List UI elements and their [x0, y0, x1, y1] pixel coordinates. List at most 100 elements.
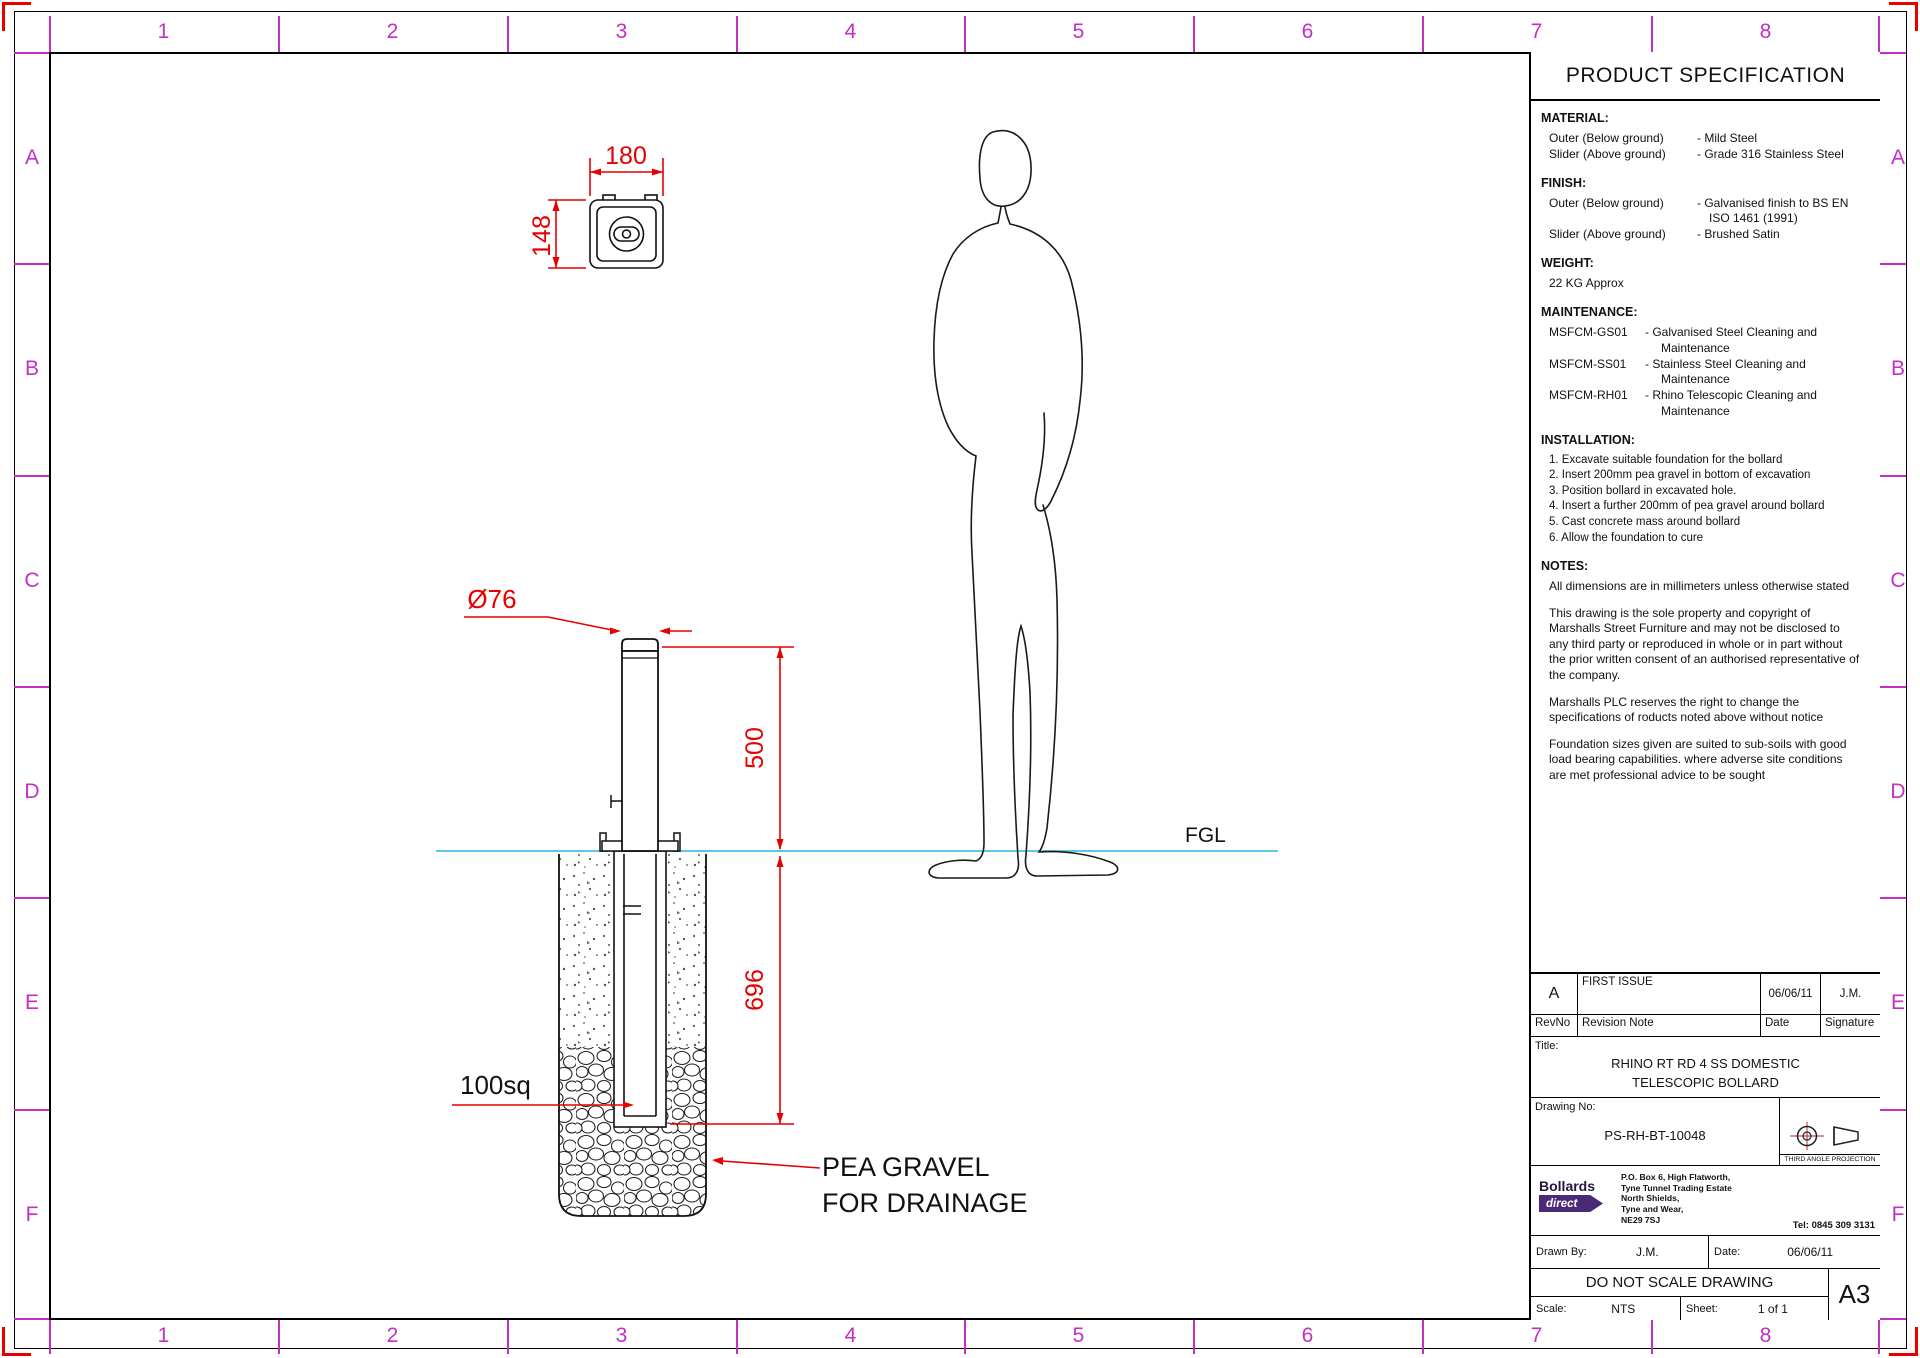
finish-heading: FINISH:: [1541, 175, 1587, 190]
note-paragraph: All dimensions are in millimeters unless…: [1549, 579, 1850, 594]
drawn-by-row: Drawn By: J.M. Date: 06/06/11: [1531, 1235, 1880, 1268]
do-not-scale-note: DO NOT SCALE DRAWING: [1531, 1269, 1828, 1297]
grid-row-label: A: [1890, 145, 1905, 169]
third-angle-projection-icon: [1790, 1122, 1859, 1150]
dim-diameter-76: Ø76: [467, 584, 516, 614]
grid-col-label: 8: [1759, 20, 1772, 43]
grid-col-label: 7: [1530, 1324, 1543, 1347]
maintenance-row: MSFCM-GS01 - Galvanised Steel Cleaning a…: [1549, 324, 1818, 339]
projection-symbol-cell: THIRD ANGLE PROJECTION: [1780, 1098, 1880, 1165]
product-specification-panel: PRODUCT SPECIFICATION MATERIAL: Outer (B…: [1529, 52, 1880, 1320]
grid-col-label: 5: [1072, 1324, 1085, 1347]
grid-row-label: F: [1891, 1202, 1905, 1226]
dim-height-148: 148: [528, 215, 556, 257]
title-label: Title:: [1535, 1040, 1559, 1052]
revision-date: 06/06/11: [1761, 974, 1821, 1014]
drawing-number: PS-RH-BT-10048: [1604, 1128, 1706, 1143]
installation-heading: INSTALLATION:: [1541, 432, 1635, 447]
grid-col-label: 5: [1072, 20, 1085, 43]
dim-below-ground-696: 696: [741, 969, 769, 1011]
installation-step: 6. Allow the foundation to cure: [1549, 531, 1704, 544]
drawn-by-label: Drawn By:: [1536, 1246, 1587, 1258]
weight-value: 22 KG Approx: [1549, 276, 1624, 291]
date-label: Date:: [1714, 1246, 1741, 1258]
revision-row: A FIRST ISSUE 06/06/11 J.M.: [1531, 974, 1880, 1014]
supplier-phone: Tel: 0845 309 3131: [1792, 1220, 1875, 1231]
grid-row-label: B: [1890, 356, 1905, 380]
date-value: 06/06/11: [1787, 1245, 1834, 1259]
material-row: Outer (Below ground) - Mild Steel: [1549, 131, 1758, 145]
maintenance-row: MSFCM-RH01 - Rhino Telescopic Cleaning a…: [1549, 388, 1817, 403]
note-paragraph: This drawing is the sole property and co…: [1549, 605, 1860, 682]
supplier-address: P.O. Box 6, High Flatworth, Tyne Tunnel …: [1621, 1172, 1732, 1225]
pea-gravel-callout: PEA GRAVEL: [822, 1152, 990, 1182]
drawing-title-line2: TELESCOPIC BOLLARD: [1632, 1074, 1779, 1090]
revision-note: FIRST ISSUE: [1578, 974, 1761, 1014]
figure-head: [978, 129, 1032, 207]
pea-gravel-hatch: [559, 1047, 706, 1216]
drawing-title-cell: Title: RHINO RT RD 4 SS DOMESTIC TELESCO…: [1531, 1036, 1880, 1097]
scale-value: NTS: [1611, 1301, 1636, 1316]
grid-col-label: 2: [386, 20, 399, 43]
grid-col-label: 8: [1759, 1324, 1772, 1347]
paper-size: A3: [1828, 1269, 1880, 1320]
weight-heading: WEIGHT:: [1541, 256, 1594, 271]
logo-arrow: direct: [1539, 1195, 1603, 1212]
finish-row: Slider (Above ground) - Brushed Satin: [1549, 227, 1780, 242]
dimensions: [452, 158, 821, 1169]
corner-mark: [2, 2, 31, 31]
grid-col-label: 4: [844, 20, 857, 43]
installation-step: 4. Insert a further 200mm of pea gravel …: [1549, 500, 1825, 513]
grid-row-label: E: [1890, 990, 1905, 1014]
grid-col-label: 3: [615, 20, 628, 43]
sheet-value: 1 of 1: [1757, 1301, 1788, 1316]
material-heading: MATERIAL:: [1541, 111, 1609, 125]
revision-letter: A: [1531, 974, 1578, 1014]
grid-row-label: D: [24, 779, 40, 803]
grid-col-label: 1: [157, 20, 170, 43]
maintenance-heading: MAINTENANCE:: [1541, 304, 1638, 319]
grid-row-label: B: [24, 356, 39, 380]
projection-caption: THIRD ANGLE PROJECTION: [1780, 1154, 1880, 1165]
bollard-below-ground-tube: [613, 850, 667, 1128]
bollard-shaft: [610, 638, 659, 852]
revision-signature: J.M.: [1839, 988, 1862, 1000]
outer-frame: [14, 11, 1907, 1349]
grid-col-label: 6: [1301, 20, 1314, 43]
bollard-top-view: [589, 194, 664, 269]
grid-col-label: 6: [1301, 1324, 1314, 1347]
note-paragraph: Foundation sizes given are suited to sub…: [1549, 736, 1847, 782]
grid-row-label: F: [25, 1202, 39, 1226]
installation-step: 1. Excavate suitable foundation for the …: [1549, 453, 1783, 466]
drawing-no-label: Drawing No:: [1535, 1101, 1596, 1113]
spec-panel-body: MATERIAL: Outer (Below ground) - Mild St…: [1531, 101, 1880, 784]
material-row: Slider (Above ground) - Grade 316 Stainl…: [1549, 146, 1844, 161]
notes-heading: NOTES:: [1541, 559, 1589, 574]
note-paragraph: Marshalls PLC reserves the right to chan…: [1549, 694, 1824, 725]
grid-row-label: E: [24, 990, 39, 1014]
grid-col-label: 7: [1530, 20, 1543, 43]
dim-base-100sq: 100sq: [460, 1070, 531, 1100]
grid-col-label: 1: [157, 1324, 170, 1347]
pea-gravel-callout: FOR DRAINAGE: [822, 1188, 1028, 1218]
grid-row-label: C: [24, 568, 40, 592]
title-block: A FIRST ISSUE 06/06/11 J.M. RevNo Revisi…: [1531, 972, 1880, 1320]
drawn-by-value: J.M.: [1636, 1245, 1659, 1259]
fgl-label: FGL: [1185, 824, 1226, 847]
scale-label: Scale:: [1536, 1302, 1567, 1315]
finish-row-continuation: ISO 1461 (1991): [1709, 211, 1798, 226]
grid-row-label: A: [24, 145, 39, 169]
corner-mark: [2, 1327, 31, 1356]
grid-row-label: C: [1890, 568, 1906, 592]
scale-row: DO NOT SCALE DRAWING Scale: NTS Sheet: 1…: [1531, 1268, 1880, 1320]
drawing-title-line1: RHINO RT RD 4 SS DOMESTIC: [1611, 1056, 1800, 1071]
finish-row: Outer (Below ground) - Galvanised finish…: [1549, 195, 1849, 210]
revision-table: A FIRST ISSUE 06/06/11 J.M. RevNo Revisi…: [1531, 972, 1880, 1036]
grid-col-label: 4: [844, 1324, 857, 1347]
spec-panel-title: PRODUCT SPECIFICATION: [1531, 52, 1880, 101]
dim-above-ground-500: 500: [741, 727, 769, 769]
maintenance-row: MSFCM-SS01 - Stainless Steel Cleaning an…: [1549, 356, 1806, 371]
revision-header-row: RevNo Revision Note Date Signature: [1531, 1014, 1880, 1036]
